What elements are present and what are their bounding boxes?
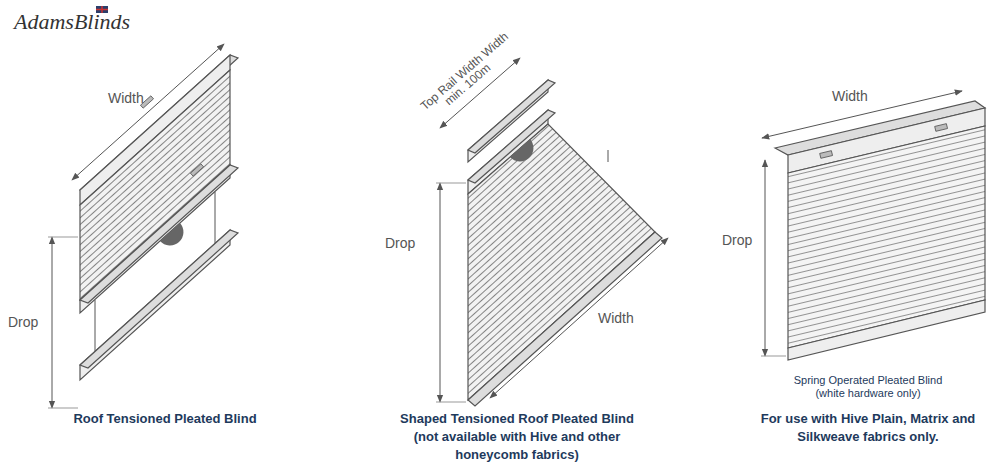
spring-operated-blind xyxy=(775,101,985,360)
dimension-label: Width xyxy=(832,88,868,104)
dimension-label: Width xyxy=(108,90,144,106)
dimension-label: Top Rail Width Width xyxy=(418,29,511,113)
shaped-tensioned-blind xyxy=(468,80,662,406)
dimension-lines xyxy=(761,91,962,356)
dimension-label: Width xyxy=(598,310,634,326)
product-caption: Shaped Tensioned Roof Pleated Blind (not… xyxy=(395,410,640,464)
usage-note: For use with Hive Plain, Matrix and Silk… xyxy=(761,410,976,446)
dimension-lines xyxy=(48,44,224,408)
dimension-label: Drop xyxy=(722,232,752,248)
product-caption: Spring Operated Pleated Blind (white har… xyxy=(778,374,958,400)
dimension-label: Drop xyxy=(8,314,38,330)
dimension-label: Drop xyxy=(385,235,415,251)
brand-logo: AdamsBlinds xyxy=(14,10,130,34)
dimension-lines xyxy=(436,58,668,402)
roof-tensioned-blind xyxy=(80,55,238,380)
product-caption: Roof Tensioned Pleated Blind xyxy=(35,410,295,428)
